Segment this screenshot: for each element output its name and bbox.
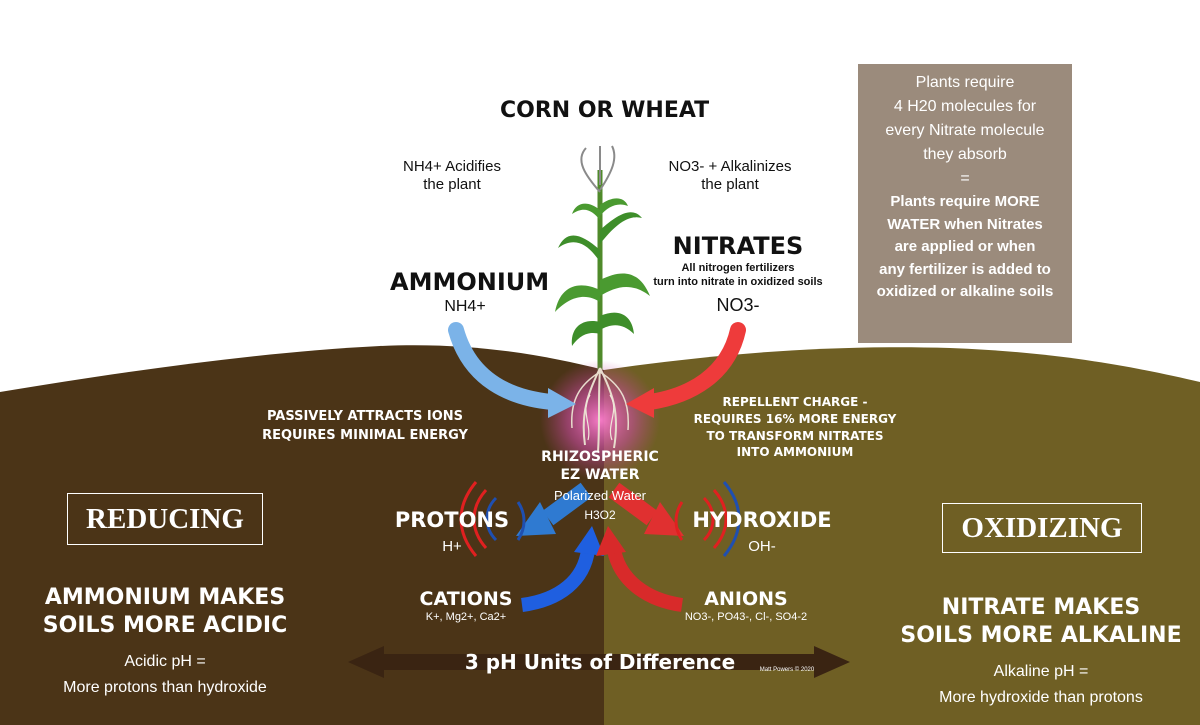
cations-arrow: [520, 548, 595, 612]
oxidizing-line2: SOILS MORE ALKALINE: [900, 623, 1182, 649]
reducing-line2: SOILS MORE ACIDIC: [42, 613, 288, 639]
cations-label: CATIONS: [419, 588, 513, 610]
cations-arrowhead: [574, 526, 604, 556]
info-bold-line-1: Plants require MORE: [890, 193, 1040, 210]
info-bold-line-2: WATER when Nitrates: [887, 215, 1043, 233]
protons-arrow: [542, 482, 592, 526]
oxidizing-line1: NITRATE MAKES: [941, 595, 1141, 620]
repellent-line3: TO TRANSFORM NITRATES: [706, 428, 884, 443]
reducing-statement: AMMONIUM MAKES SOILS MORE ACIDIC: [30, 584, 300, 640]
info-line-3: every Nitrate molecule: [885, 122, 1045, 139]
repellent-charge-text: REPELLENT CHARGE - REQUIRES 16% MORE ENE…: [690, 394, 900, 461]
soil-left: [0, 345, 604, 725]
hydroxide-arrowhead: [644, 502, 684, 536]
reducing-box: REDUCING: [67, 493, 263, 545]
credit-text: Matt Powers © 2020: [759, 667, 815, 673]
nitrates-desc1: All nitrogen fertilizers: [681, 262, 795, 274]
anions-arrow: [607, 548, 684, 612]
proton-charge-arcs: [459, 481, 526, 557]
hydroxide-charge-arcs: [674, 481, 741, 557]
passive-line2: REQUIRES MINIMAL ENERGY: [262, 427, 468, 443]
protons-arrowhead: [516, 502, 556, 536]
ph-difference-label: 3 pH Units of Difference: [464, 650, 736, 674]
nitrate-arrow: [642, 322, 746, 410]
nitrate-note-line1: NO3- + Alkalinizes: [668, 158, 792, 175]
alkaline-ph-label: Alkaline pH =: [993, 663, 1089, 680]
protons-symbol: H+: [442, 538, 462, 555]
info-bold-line-4: any fertilizer is added to: [879, 260, 1051, 278]
ammonium-arrow: [448, 322, 560, 410]
passive-line1: PASSIVELY ATTRACTS IONS: [266, 409, 464, 424]
info-line-4: they absorb: [923, 146, 1007, 163]
ammonium-note: NH4+ Acidifies the plant: [382, 158, 522, 194]
corn-plant: [555, 145, 650, 370]
soil-right: [604, 347, 1200, 725]
polarized-water-label: Polarized Water: [554, 488, 646, 503]
alkaline-ph-desc: More hydroxide than protons: [939, 689, 1143, 706]
info-line-1: Plants require: [915, 74, 1015, 91]
acidic-ph-desc: More protons than hydroxide: [63, 679, 267, 696]
anions-label: ANIONS: [704, 588, 788, 610]
root-ball: [540, 360, 660, 480]
ez-water-label: RHIZOSPHERIC EZ WATER: [535, 448, 665, 484]
hydroxide-arrow: [608, 482, 658, 526]
anions-arrowhead: [596, 526, 626, 556]
page-title: CORN OR WHEAT: [500, 98, 710, 123]
nitrates-label: NITRATES: [672, 232, 804, 260]
oxidizing-statement: NITRATE MAKES SOILS MORE ALKALINE: [900, 594, 1182, 650]
ammonium-note-line1: NH4+ Acidifies: [403, 158, 501, 175]
acidic-ph-label: Acidic pH =: [124, 653, 206, 670]
protons-label: PROTONS: [394, 508, 510, 532]
hydroxide-label: HYDROXIDE: [692, 508, 832, 532]
info-bold-line-5: oxidized or alkaline soils: [876, 283, 1054, 300]
cations-ions: K+, Mg2+, Ca2+: [425, 611, 507, 623]
nitrate-arrowhead: [626, 388, 654, 418]
ammonium-label: AMMONIUM: [390, 268, 550, 296]
anions-ions: NO3-, PO43-, Cl-, SO4-2: [684, 611, 808, 623]
ammonium-formula: NH4+: [444, 298, 486, 315]
passive-attraction-text: PASSIVELY ATTRACTS IONS REQUIRES MINIMAL…: [252, 408, 478, 446]
reducing-line1: AMMONIUM MAKES: [44, 585, 286, 610]
oxidizing-box: OXIDIZING: [942, 503, 1142, 553]
ez-water-line1: RHIZOSPHERIC: [541, 449, 659, 465]
nitrate-note-line2: the plant: [701, 176, 759, 193]
ammonium-note-line2: the plant: [423, 176, 481, 193]
hydroxide-symbol: OH-: [748, 538, 776, 555]
repellent-line2: REQUIRES 16% MORE ENERGY: [693, 411, 897, 426]
repellent-line4: INTO AMMONIUM: [736, 445, 854, 460]
ammonium-arrowhead: [548, 388, 576, 418]
ph-double-arrow: [348, 646, 850, 678]
info-bold-line-3: are applied or when: [894, 238, 1036, 255]
nitrate-note: NO3- + Alkalinizes the plant: [660, 158, 800, 194]
info-line-5: =: [960, 170, 970, 187]
nitrates-desc2: turn into nitrate in oxidized soils: [653, 276, 823, 288]
water-requirement-box: Plants require 4 H20 molecules for every…: [858, 64, 1072, 343]
ez-water-formula: H3O2: [584, 508, 616, 522]
ez-water-line2: EZ WATER: [560, 467, 640, 484]
nitrates-formula: NO3-: [716, 295, 760, 315]
info-line-2: 4 H20 molecules for: [893, 98, 1037, 115]
repellent-line1: REPELLENT CHARGE -: [722, 395, 868, 409]
